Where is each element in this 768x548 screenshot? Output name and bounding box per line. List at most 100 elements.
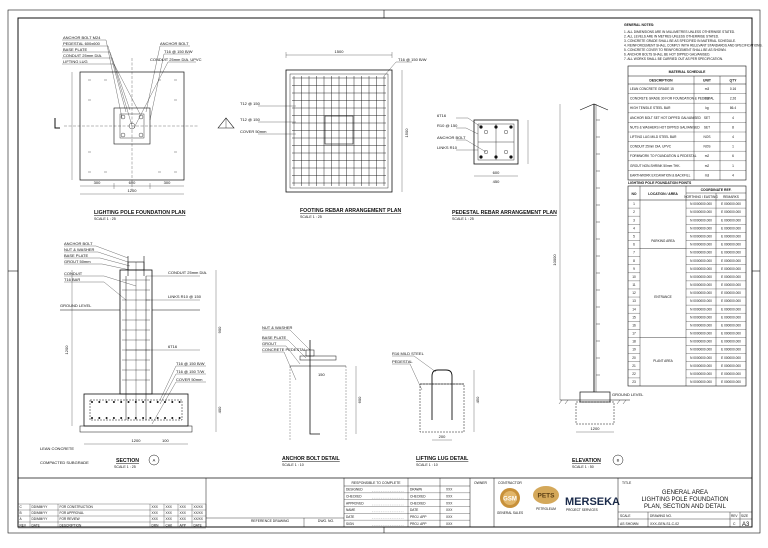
pole-row-easting: E 000000.000 <box>721 251 741 255</box>
section-top-bar <box>98 401 101 403</box>
material-unit: m3 <box>705 173 710 177</box>
section-bottom-bar <box>127 417 130 419</box>
pole-row-no: 19 <box>632 348 636 352</box>
pole-row-easting: E 000000.000 <box>721 283 741 287</box>
lug-scale: SCALE 1 : 10 <box>416 463 438 467</box>
material-qty: 6 <box>732 154 734 158</box>
approval-field: DATE <box>346 515 354 519</box>
material-desc: HIGH TENSILE STEEL BAR <box>630 106 671 110</box>
pets-logo-text: PETS <box>538 493 556 500</box>
pole-row-northing: N 0000000.000 <box>690 332 712 336</box>
section-top-bar <box>149 401 152 403</box>
plan-label-5: LIFTING LUG <box>63 59 88 64</box>
pole-row-no: 15 <box>632 315 636 319</box>
section-top-bar <box>105 401 108 403</box>
section-top-bar <box>164 401 166 403</box>
pole-coordinate-table: LIGHTING POLE FOUNDATION POINTS NO LOCAT… <box>627 181 747 387</box>
sec-right-3: 6T16 <box>168 344 178 349</box>
pole-row-easting: E 000000.000 <box>721 259 741 263</box>
pole-row-northing: N 0000000.000 <box>690 307 712 311</box>
merseka-logo: MERSEKA PROJECT SERVICES <box>565 496 620 512</box>
lug-label-1: R16 MILD STEEL <box>392 351 425 356</box>
dim-plan-3: 300 <box>164 180 171 185</box>
pole-row-no: 11 <box>632 283 636 287</box>
section-top-bar <box>178 401 181 403</box>
pole-row-northing: N 0000000.000 <box>690 218 712 222</box>
pole-row-easting: E 000000.000 <box>721 299 741 303</box>
rev-cell: XXX <box>152 511 159 515</box>
section-bottom-bar <box>98 417 101 419</box>
pole-row-easting: E 000000.000 <box>721 340 741 344</box>
material-header-unit: UNIT <box>703 79 712 83</box>
elevation-marker: B <box>617 458 620 463</box>
sheet-border-inner <box>17 17 753 528</box>
dim-lug-w: 200 <box>439 434 446 439</box>
section-bottom-bar <box>112 417 115 419</box>
section-top-bar <box>156 401 159 403</box>
pole-row-easting: E 000000.000 <box>721 372 741 376</box>
ped-label-4: LINKS R10 <box>437 145 458 150</box>
approval-right-value: XXX <box>446 494 453 498</box>
sec-right-4: T16 @ 150 B/W <box>176 361 205 366</box>
scale-value: AS SHOWN <box>620 522 639 526</box>
note-1: 1. ALL DIMENSIONS ARE IN MILLIMETRES UNL… <box>624 30 735 34</box>
material-unit: m3 <box>705 97 710 101</box>
approval-field: APPROVED <box>346 501 364 505</box>
dim-ped-w: 600 <box>493 170 500 175</box>
section-view: GROUND LEVEL 1200 1200 900 400 100 ANCHO… <box>40 241 222 469</box>
material-desc: LIFTING LUG MILD STEEL BAR <box>630 135 677 139</box>
material-qty: 86.4 <box>730 106 736 110</box>
pole-row-no: 18 <box>632 340 636 344</box>
ped-label-3: ANCHOR BOLT <box>437 135 466 140</box>
approval-right-field: DRAWN <box>410 488 423 492</box>
pole-area-3: PLANT AREA <box>653 359 673 363</box>
pole-row-northing: N 0000000.000 <box>690 299 712 303</box>
material-qty: 1 <box>732 145 734 149</box>
pole-row-easting: E 000000.000 <box>721 267 741 271</box>
material-unit: kg <box>705 106 709 110</box>
anchor-label-2: BASE PLATE <box>262 335 286 340</box>
pole-row-northing: N 0000000.000 <box>690 323 712 327</box>
material-header-desc: DESCRIPTION <box>649 79 673 83</box>
pole-row-no: 3 <box>633 218 635 222</box>
rebar-title: FOOTING REBAR ARRANGEMENT PLAN <box>300 208 402 214</box>
rev-header-cell: REV <box>20 523 27 527</box>
pole-col-no: NO <box>631 192 636 196</box>
rev-cell: XX/XX <box>194 505 204 509</box>
ref-drawing-header: REFERENCE DRAWING <box>251 519 289 523</box>
pole-row-no: 23 <box>632 380 636 384</box>
rev-header-cell: APP <box>180 523 186 527</box>
pole-row-no: 2 <box>633 210 635 214</box>
sec-right-1: CONDUIT 25mm DIA. <box>168 270 207 275</box>
pets-logo-sub: PETROLEUM <box>536 507 556 511</box>
pole-row-no: 12 <box>632 291 636 295</box>
ped-label-1: 6T16 <box>437 113 447 118</box>
foundation-plan: 300 600 300 1200 ANCHOR BOLT M24 PEDESTA… <box>54 35 202 221</box>
pole-row-northing: N 0000000.000 <box>690 348 712 352</box>
approval-right-value: XXX <box>446 501 453 505</box>
note-5: 5. CONCRETE COVER TO REINFORCEMENT SHALL… <box>624 48 727 52</box>
pole-row-no: 8 <box>633 259 635 263</box>
section-top-bar <box>127 401 130 403</box>
pole-row-northing: N 0000000.000 <box>690 251 712 255</box>
pole-row-easting: E 000000.000 <box>721 307 741 311</box>
ped-label-2: R10 @ 150 <box>437 123 458 128</box>
pole-row-northing: N 0000000.000 <box>690 202 712 206</box>
dim-rebar-w: 1500 <box>335 49 345 54</box>
material-unit: SET <box>704 125 710 129</box>
rev-cell: B <box>20 511 22 515</box>
material-header-qty: QTY <box>730 79 738 83</box>
rev-cell: FOR CONSTRUCTION <box>60 505 94 509</box>
pole-row-no: 13 <box>632 299 636 303</box>
gsm-logo: GSM GENERAL SALES <box>497 488 523 515</box>
material-qty: 0.16 <box>730 87 736 91</box>
section-bottom-bar <box>178 417 181 419</box>
sec-left-4: GROUT 50mm <box>64 259 91 264</box>
pole-row-northing: N 0000000.000 <box>690 267 712 271</box>
pole-row-easting: E 000000.000 <box>721 364 741 368</box>
section-title: SECTION <box>116 458 139 464</box>
approval-right-value: XXX <box>446 515 453 519</box>
pets-logo: PETS PETROLEUM <box>533 486 559 511</box>
rev-cell: XXX <box>180 505 187 509</box>
